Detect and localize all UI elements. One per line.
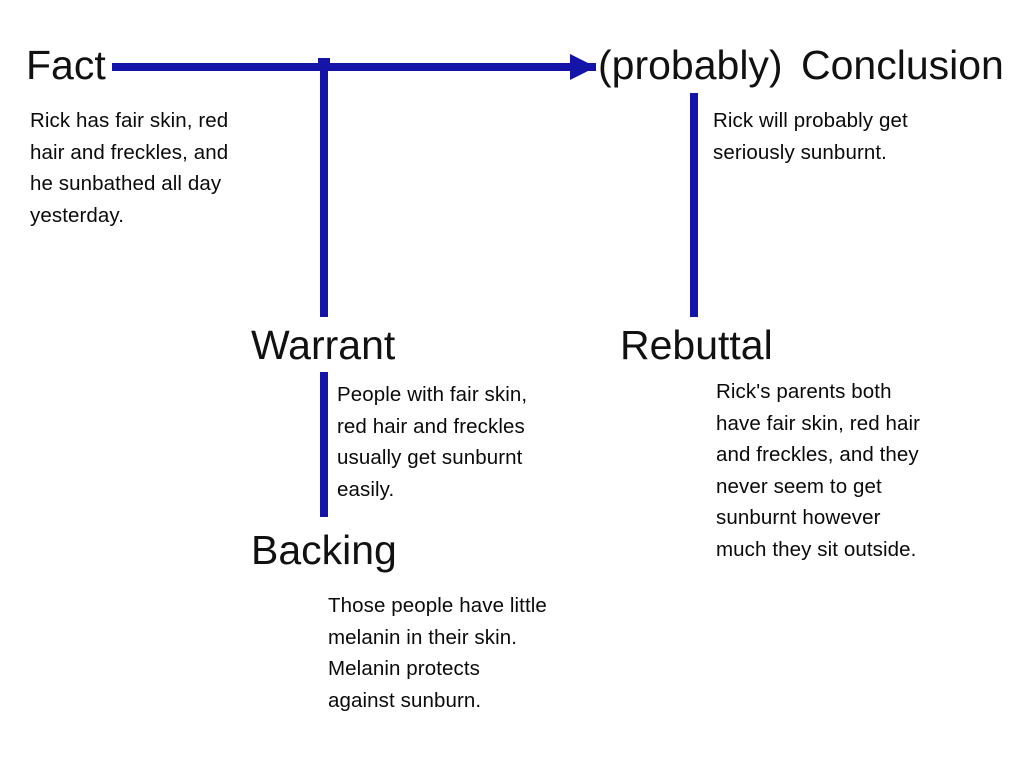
- node-heading-conclusion: Conclusion: [801, 42, 1004, 88]
- node-body-fact: Rick has fair skin, red hair and freckle…: [30, 109, 229, 227]
- node-body-conclusion: Rick will probably get seriously sunburn…: [713, 109, 908, 164]
- node-heading-warrant: Warrant: [251, 322, 396, 368]
- warrant-to-backing-stem: [320, 372, 328, 517]
- arrow-head-icon: [570, 54, 596, 80]
- node-heading-qualifier: (probably): [598, 42, 783, 88]
- warrant-support-stem: [320, 63, 328, 317]
- node-body-backing: Those people have little melanin in thei…: [328, 594, 547, 712]
- node-heading-fact: Fact: [26, 42, 106, 88]
- node-body-rebuttal: Rick's parents both have fair skin, red …: [716, 380, 921, 561]
- fact-to-conclusion-arrow-shaft: [112, 63, 596, 71]
- rebuttal-stem: [690, 93, 698, 317]
- node-heading-rebuttal: Rebuttal: [620, 322, 773, 368]
- node-body-warrant: People with fair skin, red hair and frec…: [337, 383, 528, 501]
- node-heading-backing: Backing: [251, 527, 397, 573]
